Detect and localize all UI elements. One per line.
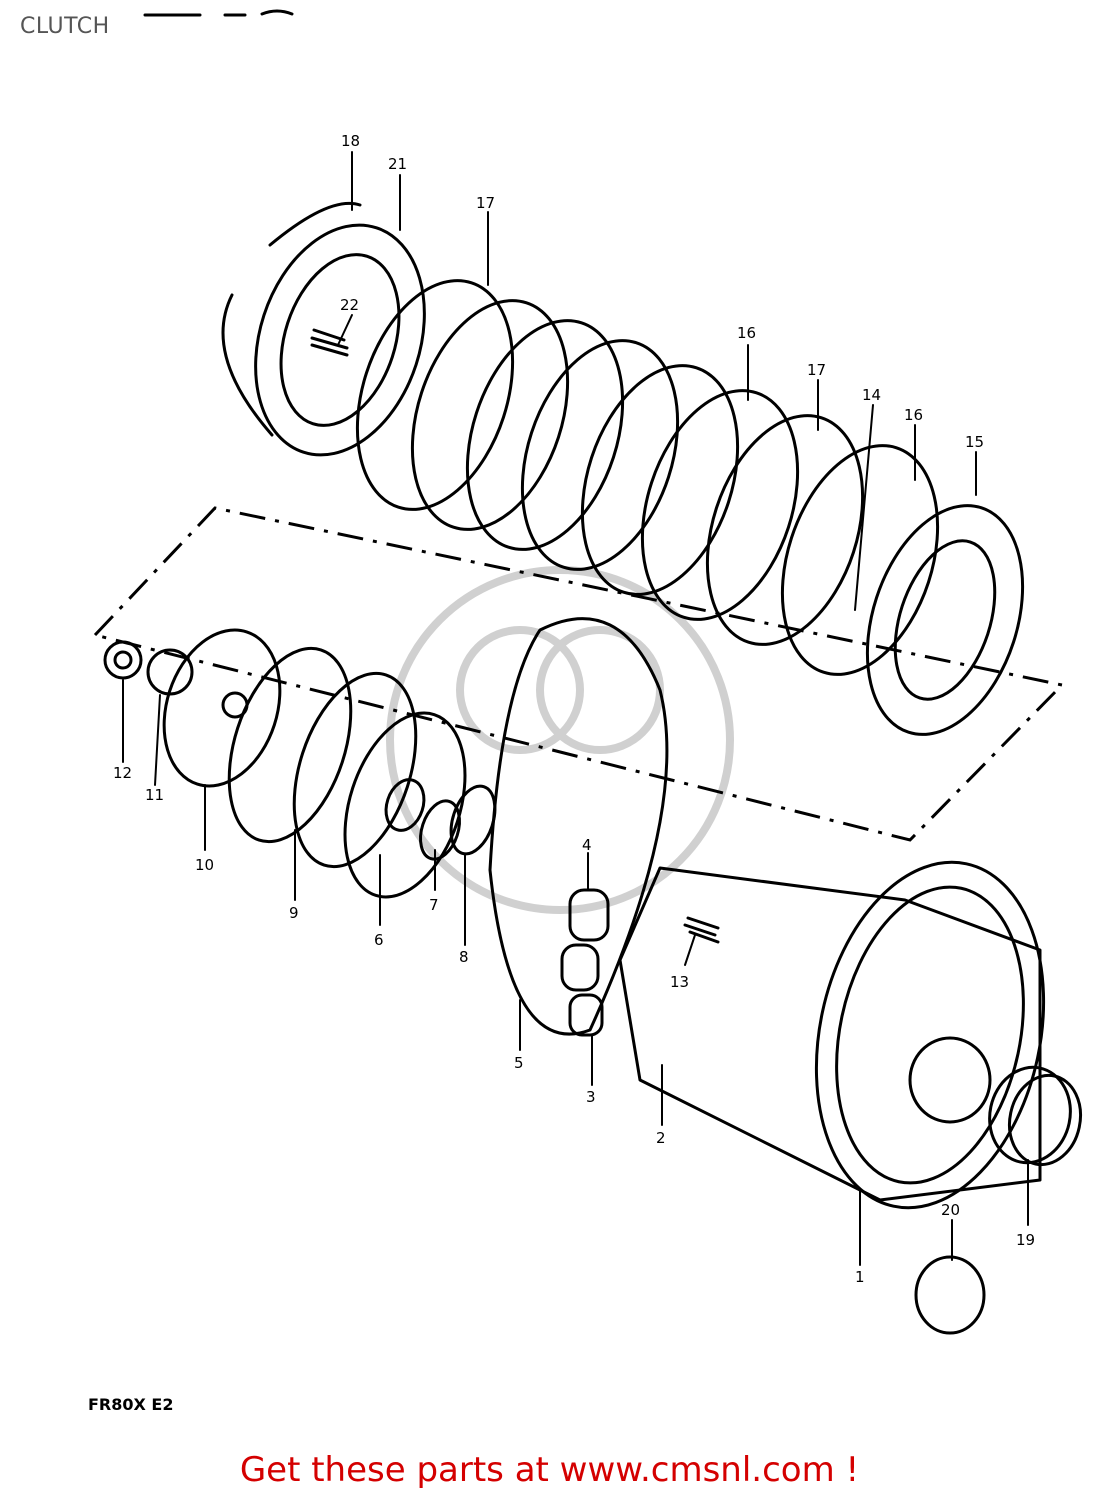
callout-22: 21 [388, 155, 407, 173]
leader-lines [122, 151, 1029, 1266]
callout-15: 15 [965, 433, 984, 451]
callout-16b: 16 [904, 406, 923, 424]
callout-2: 2 [656, 1129, 666, 1147]
callout-14: 14 [862, 386, 881, 404]
hub-assembly [103, 628, 497, 899]
page-title: CLUTCH [20, 14, 110, 39]
callout-21: 20 [941, 1201, 960, 1219]
plate-pack-frame [92, 506, 1065, 842]
callout-1: 1 [855, 1268, 865, 1286]
callout-13: 13 [670, 973, 689, 991]
callout-18: 17 [476, 194, 495, 212]
callout-5: 5 [514, 1054, 524, 1072]
callout-16a: 16 [737, 324, 756, 342]
callout-11: 11 [145, 786, 164, 804]
callout-20: 19 [1016, 1231, 1035, 1249]
callout-labels: 18 21 17 22 16 17 14 16 15 12 11 10 9 6 … [113, 132, 1035, 1286]
callout-19: 18 [341, 132, 360, 150]
callout-10: 10 [195, 856, 214, 874]
clutch-plate-stack [221, 201, 1025, 736]
clutch-housing [488, 617, 1082, 1335]
callout-12: 12 [113, 764, 132, 782]
footer-link[interactable]: Get these parts at www.cmsnl.com ! [239, 1450, 860, 1490]
callout-17: 17 [807, 361, 826, 379]
callout-7: 7 [429, 896, 439, 914]
top-fragment [143, 9, 294, 17]
callout-6: 6 [374, 931, 384, 949]
callout-3: 3 [586, 1088, 596, 1106]
callout-8: 8 [459, 948, 469, 966]
model-code: FR80X E2 [88, 1395, 173, 1414]
callout-23: 22 [340, 296, 359, 314]
callout-9: 9 [289, 904, 299, 922]
callout-4: 4 [582, 836, 592, 854]
